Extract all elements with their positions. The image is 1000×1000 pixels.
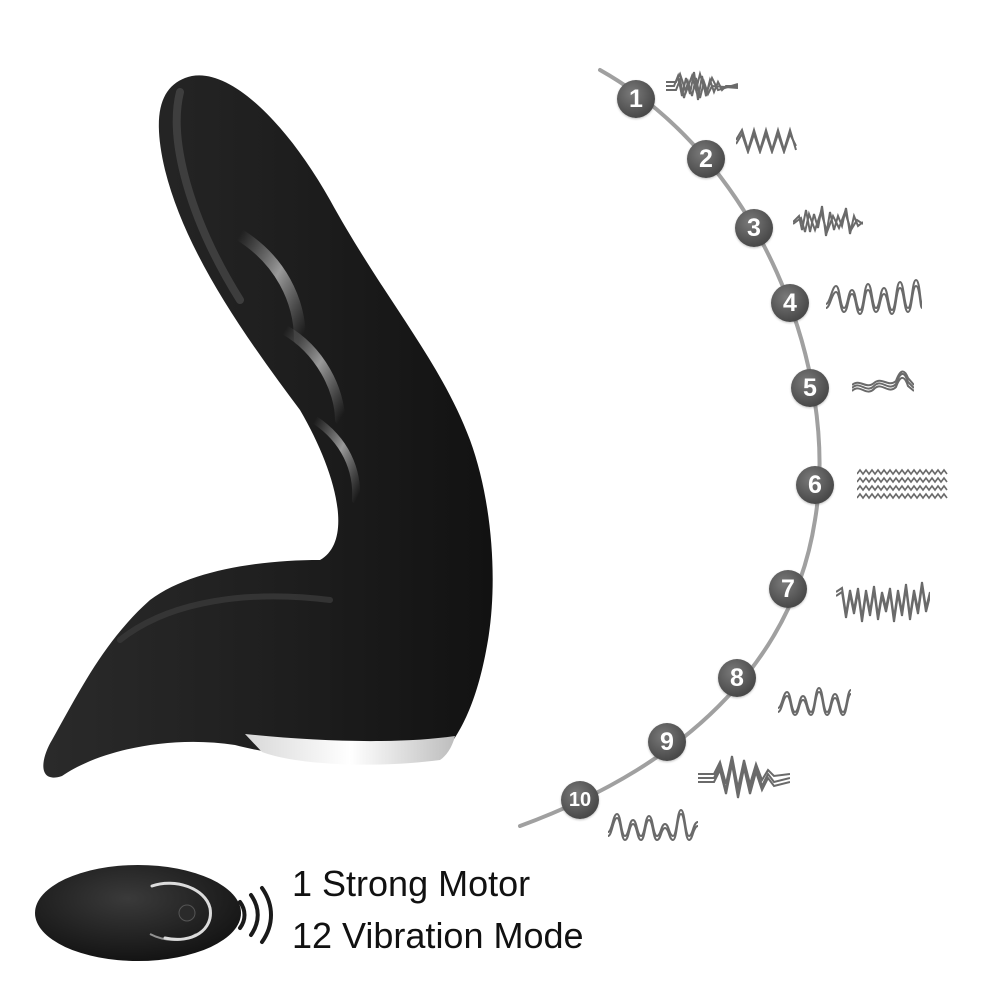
mode-node-2: 2 bbox=[687, 140, 725, 178]
mode-node-8: 8 bbox=[718, 659, 756, 697]
mode-node-10: 10 bbox=[561, 781, 599, 819]
device-base bbox=[245, 734, 455, 765]
waveform-icon-5 bbox=[852, 370, 914, 393]
waveform-icon-8 bbox=[778, 686, 852, 716]
feature-modes-text: 12 Vibration Mode bbox=[292, 915, 584, 956]
mode-number: 9 bbox=[660, 727, 674, 756]
device-body bbox=[43, 75, 493, 778]
waveform-icon-10 bbox=[608, 808, 698, 842]
mode-node-7: 7 bbox=[769, 570, 807, 608]
mode-node-1: 1 bbox=[617, 80, 655, 118]
remote-control-icon[interactable] bbox=[35, 865, 241, 961]
mode-number: 1 bbox=[629, 84, 643, 113]
mode-node-5: 5 bbox=[791, 369, 829, 407]
mode-node-3: 3 bbox=[735, 209, 773, 247]
mode-number: 5 bbox=[803, 373, 817, 402]
mode-number: 6 bbox=[808, 470, 822, 499]
mode-node-9: 9 bbox=[648, 723, 686, 761]
mode-number: 7 bbox=[781, 574, 795, 603]
waveform-icon-4 bbox=[826, 278, 922, 316]
waveform-icon-1 bbox=[666, 70, 738, 101]
mode-number: 2 bbox=[699, 144, 713, 173]
signal-waves-icon bbox=[238, 886, 273, 944]
mode-node-6: 6 bbox=[796, 466, 834, 504]
feature-motor-text: 1 Strong Motor bbox=[292, 863, 531, 904]
mode-arc bbox=[518, 68, 822, 828]
mode-node-4: 4 bbox=[771, 284, 809, 322]
mode-number: 10 bbox=[568, 788, 592, 811]
waveform-icon-7 bbox=[836, 581, 930, 623]
waveform-icon-9 bbox=[698, 755, 790, 799]
mode-number: 8 bbox=[730, 663, 744, 692]
waveform-icon-3 bbox=[793, 205, 863, 237]
mode-number: 4 bbox=[783, 288, 797, 317]
waveform-icon-2 bbox=[736, 126, 797, 154]
waveform-icon-6 bbox=[857, 468, 948, 500]
mode-number: 3 bbox=[747, 213, 761, 242]
